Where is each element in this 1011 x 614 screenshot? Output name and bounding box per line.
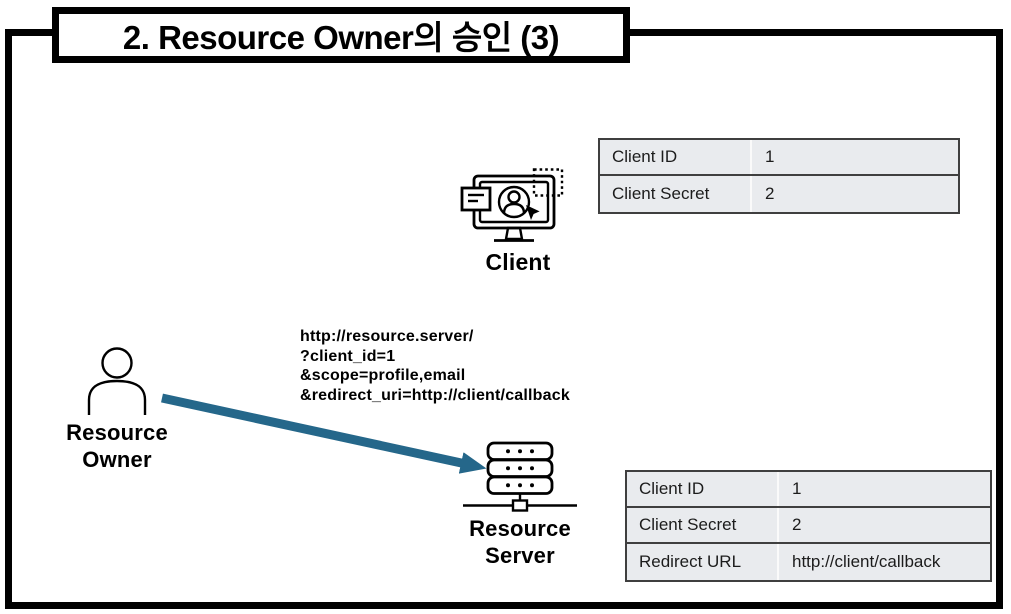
monitor-stand	[504, 226, 524, 241]
table-row: Client ID 1	[627, 472, 990, 508]
person-icon	[87, 347, 147, 415]
page-title: 2. Resource Owner의 승인 (3)	[122, 19, 560, 56]
client-table-key-client-id: Client ID	[600, 140, 752, 174]
dotted-selection-square	[532, 168, 564, 197]
resource-server-label-line1: Resource	[469, 516, 571, 541]
table-row: Client ID 1	[600, 140, 958, 176]
table-row: Client Secret 2	[627, 508, 990, 544]
client-icon	[460, 168, 566, 248]
arrow-icon	[161, 393, 487, 474]
avatar-head	[507, 190, 521, 204]
arrow-shaft	[161, 393, 487, 474]
request-url-line-2: ?client_id=1	[300, 347, 396, 365]
client-monitor-icon	[460, 168, 564, 242]
resource-owner-label-line1: Resource	[66, 420, 168, 445]
client-label: Client	[485, 249, 551, 275]
client-table: Client ID 1 Client Secret 2	[598, 138, 960, 214]
person-shoulders	[87, 379, 147, 415]
server-table-key-redirect-url: Redirect URL	[627, 544, 779, 580]
resource-server-icon	[460, 440, 580, 512]
resource-owner-label-line2: Owner	[82, 447, 152, 472]
client-table-val-client-secret: 2	[765, 184, 775, 203]
person-head	[101, 347, 133, 379]
request-url-text: http://resource.server/ ?client_id=1 &sc…	[300, 327, 570, 405]
server-table-key-client-secret: Client Secret	[627, 508, 779, 542]
server-table-val-redirect-url: http://client/callback	[792, 552, 941, 571]
server-network-node	[511, 499, 529, 512]
table-row: Client Secret 2	[600, 176, 958, 212]
resource-server-label-line2: Server	[485, 543, 555, 568]
request-url-line-4: &redirect_uri=http://client/callback	[300, 386, 570, 404]
request-url-line-1: http://resource.server/	[300, 328, 474, 345]
card-shape	[460, 186, 492, 212]
request-url-line-3: &scope=profile,email	[300, 367, 466, 384]
server-leds	[506, 449, 534, 488]
avatar-shoulders	[502, 202, 526, 214]
cursor-icon	[526, 205, 540, 220]
server-icon	[463, 441, 577, 512]
client-table-val-client-id: 1	[765, 147, 775, 166]
table-row: Redirect URL http://client/callback	[627, 544, 990, 580]
resource-server-label: Resource Server	[430, 515, 610, 569]
server-table-val-client-id: 1	[792, 479, 802, 498]
resource-owner-label: Resource Owner	[37, 419, 197, 473]
server-table-val-client-secret: 2	[792, 515, 802, 534]
server-table-key-client-id: Client ID	[627, 472, 779, 506]
request-arrow	[150, 387, 502, 485]
client-table-key-client-secret: Client Secret	[600, 176, 752, 212]
title-box: 2. Resource Owner의 승인 (3)	[52, 7, 630, 63]
resource-server-table: Client ID 1 Client Secret 2 Redirect URL…	[625, 470, 992, 582]
resource-owner-icon	[84, 347, 150, 415]
avatar-circle	[497, 185, 531, 219]
